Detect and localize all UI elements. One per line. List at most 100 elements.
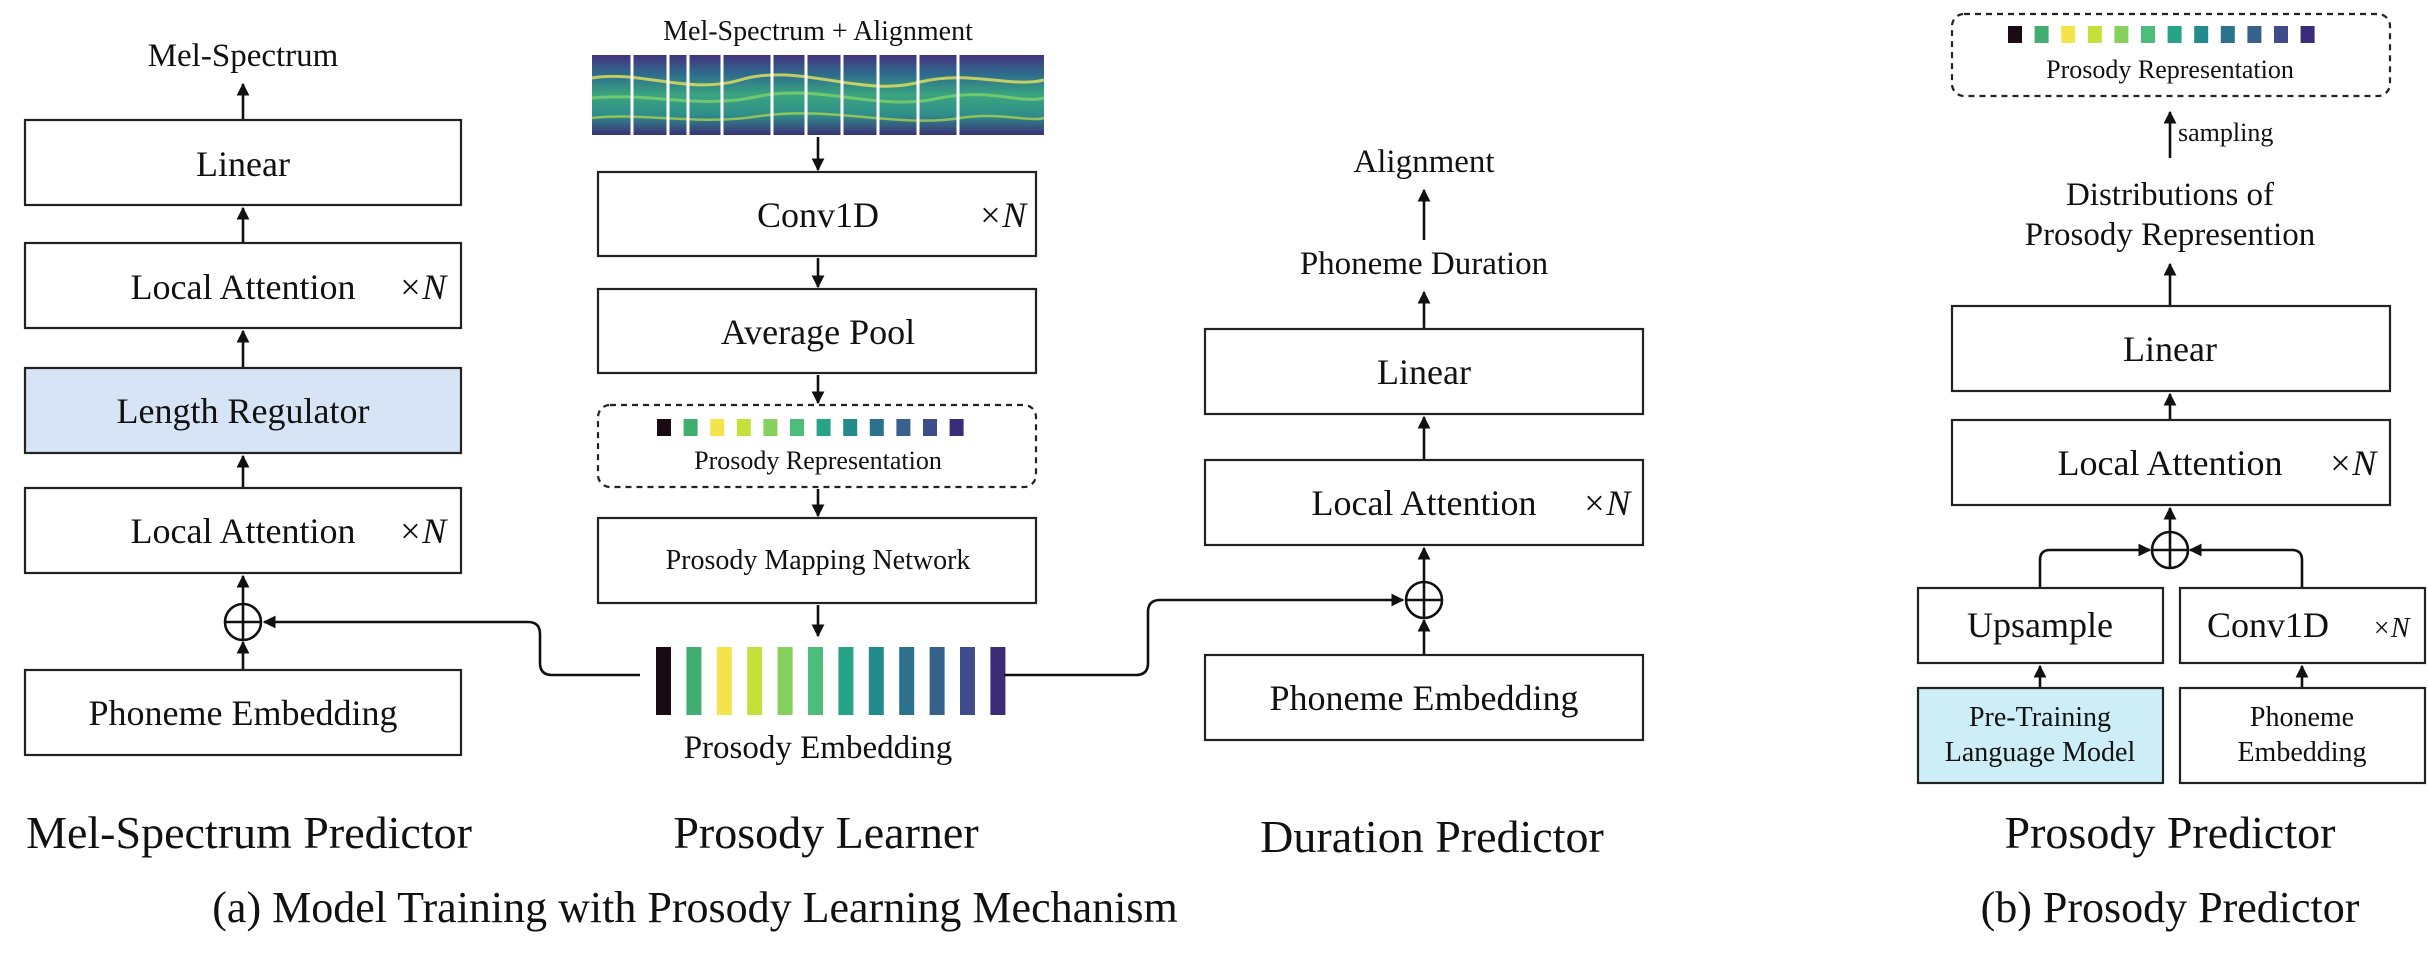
- predictor-conv1d-box: [2178, 586, 2427, 665]
- prosody-embedding-bar-7: [838, 647, 854, 715]
- prosody-embedding-bars: [656, 647, 1006, 715]
- prosody-embedding-bar-9: [899, 647, 915, 715]
- duration-phoneme-embedding-box: [1203, 653, 1645, 742]
- mel-spectrum-predictor: Mel-Spectrum Linear Local Attention ×N L…: [23, 38, 472, 858]
- duration-linear-box: [1203, 327, 1645, 416]
- learner-prosody-representation-label: Prosody Representation: [694, 446, 942, 475]
- caption-a: (a) Model Training with Prosody Learning…: [212, 883, 1177, 932]
- predictor-conv-repeat: ×N: [2372, 613, 2411, 644]
- predictor-repr-swatches: [2008, 26, 2315, 43]
- mel-spectrogram-image: [591, 55, 1045, 135]
- mel-phoneme-embedding-label: Phoneme Embedding: [89, 693, 398, 733]
- average-pool-label: Average Pool: [721, 312, 915, 352]
- prosody-mapping-network-label: Prosody Mapping Network: [666, 545, 971, 576]
- prosody-embedding-bar-11: [960, 647, 975, 715]
- predictor-phoneme-label-line1: Phoneme: [2250, 702, 2354, 733]
- language-model-label-line1: Pre-Training: [1969, 702, 2111, 733]
- phoneme-duration-label: Phoneme Duration: [1300, 246, 1548, 282]
- predictor-local-attention-label: Local Attention: [2058, 443, 2283, 483]
- predictor-repr-swatch-4: [2087, 26, 2102, 43]
- connector-embedding-to-mel: [262, 615, 640, 677]
- arrow-conv-to-sum: [2188, 543, 2304, 588]
- prosody-learner: Mel-Spectrum + Alignment Conv1D ×N: [591, 16, 1045, 858]
- arrow-upsample-to-sum: [2038, 543, 2152, 588]
- mel-predictor-title: Mel-Spectrum Predictor: [26, 807, 472, 858]
- mel-sum-icon: [223, 602, 263, 642]
- distributions-label-line1: Distributions of: [2066, 177, 2274, 213]
- mel-phoneme-embedding-box: [23, 668, 463, 757]
- duration-predictor: Alignment Phoneme Duration Linear Local …: [1203, 144, 1645, 862]
- length-regulator-label: Length Regulator: [117, 391, 370, 431]
- predictor-repeat: ×N: [2328, 443, 2378, 483]
- mel-local-attention-top-box: [23, 241, 463, 330]
- learner-repr-swatch-12: [949, 419, 964, 436]
- prosody-predictor-title: Prosody Predictor: [2005, 807, 2336, 858]
- mel-repeat-top: ×N: [398, 267, 448, 307]
- learner-repr-swatch-7: [816, 419, 831, 436]
- mel-local-attention-top-label: Local Attention: [131, 267, 356, 307]
- learner-repr-swatch-6: [790, 419, 804, 436]
- learner-input-label: Mel-Spectrum + Alignment: [663, 16, 973, 47]
- prosody-embedding-bar-1: [656, 647, 671, 715]
- prosody-embedding-bar-8: [868, 647, 884, 715]
- predictor-phoneme-label-line2: Embedding: [2237, 737, 2366, 768]
- predictor-linear-label: Linear: [2123, 329, 2217, 369]
- mel-local-attention-bottom-box: [23, 486, 463, 575]
- prosody-learner-title: Prosody Learner: [673, 807, 978, 858]
- length-regulator-box: [23, 366, 463, 455]
- language-model-box: [1916, 686, 2165, 785]
- predictor-repr-swatch-9: [2220, 26, 2235, 43]
- predictor-repr-swatch-12: [2300, 26, 2315, 43]
- upsample-box: [1916, 586, 2165, 665]
- predictor-repr-swatch-1: [2008, 26, 2022, 43]
- predictor-repr-swatch-3: [2061, 26, 2076, 43]
- predictor-sum-icon: [2150, 530, 2190, 570]
- caption-b: (b) Prosody Predictor: [1981, 883, 2360, 932]
- learner-repr-swatches: [657, 419, 964, 436]
- learner-repr-swatch-2: [683, 419, 698, 436]
- prosody-embedding-bar-2: [686, 647, 702, 715]
- alignment-label: Alignment: [1353, 144, 1494, 180]
- learner-repr-swatch-8: [843, 419, 858, 436]
- learner-repr-swatch-3: [710, 419, 725, 436]
- prosody-embedding-bar-5: [777, 647, 793, 715]
- prosody-embedding-bar-3: [716, 647, 732, 715]
- learner-repeat: ×N: [978, 195, 1028, 235]
- mel-output-label: Mel-Spectrum: [148, 38, 339, 74]
- learner-repr-swatch-5: [763, 419, 778, 436]
- learner-repr-swatch-10: [896, 419, 911, 436]
- predictor-conv1d-label: Conv1D: [2207, 605, 2329, 645]
- predictor-phoneme-embedding-box: [2178, 686, 2427, 785]
- predictor-repr-swatch-11: [2274, 26, 2288, 43]
- sampling-label: sampling: [2178, 118, 2273, 147]
- learner-repr-swatch-4: [736, 419, 751, 436]
- mel-linear-label: Linear: [196, 144, 290, 184]
- mel-linear-box: [23, 118, 463, 207]
- duration-sum-icon: [1404, 580, 1444, 620]
- learner-repr-swatch-9: [869, 419, 884, 436]
- prosody-predictor: Prosody Representation sampling Distribu…: [1916, 12, 2427, 858]
- predictor-repr-swatch-6: [2141, 26, 2155, 43]
- average-pool-box: [596, 287, 1038, 375]
- duration-predictor-title: Duration Predictor: [1260, 811, 1604, 862]
- language-model-label-line2: Language Model: [1945, 737, 2136, 768]
- learner-conv1d-box: [596, 170, 1038, 258]
- duration-local-attention-box: [1203, 458, 1645, 547]
- duration-linear-label: Linear: [1377, 352, 1471, 392]
- predictor-repr-swatch-7: [2167, 26, 2182, 43]
- learner-conv1d-label: Conv1D: [757, 195, 879, 235]
- predictor-repr-swatch-2: [2034, 26, 2049, 43]
- prosody-embedding-bar-4: [747, 647, 763, 715]
- duration-repeat: ×N: [1582, 483, 1632, 523]
- prosody-embedding-bar-6: [808, 647, 823, 715]
- predictor-linear-box: [1950, 304, 2392, 393]
- learner-repr-swatch-11: [923, 419, 937, 436]
- predictor-repr-swatch-10: [2247, 26, 2262, 43]
- distributions-label-line2: Prosody Represention: [2025, 217, 2316, 253]
- predictor-repr-swatch-5: [2114, 26, 2129, 43]
- prosody-embedding-label: Prosody Embedding: [684, 730, 953, 766]
- prosody-embedding-bar-10: [929, 647, 945, 715]
- mel-local-attention-bottom-label: Local Attention: [131, 511, 356, 551]
